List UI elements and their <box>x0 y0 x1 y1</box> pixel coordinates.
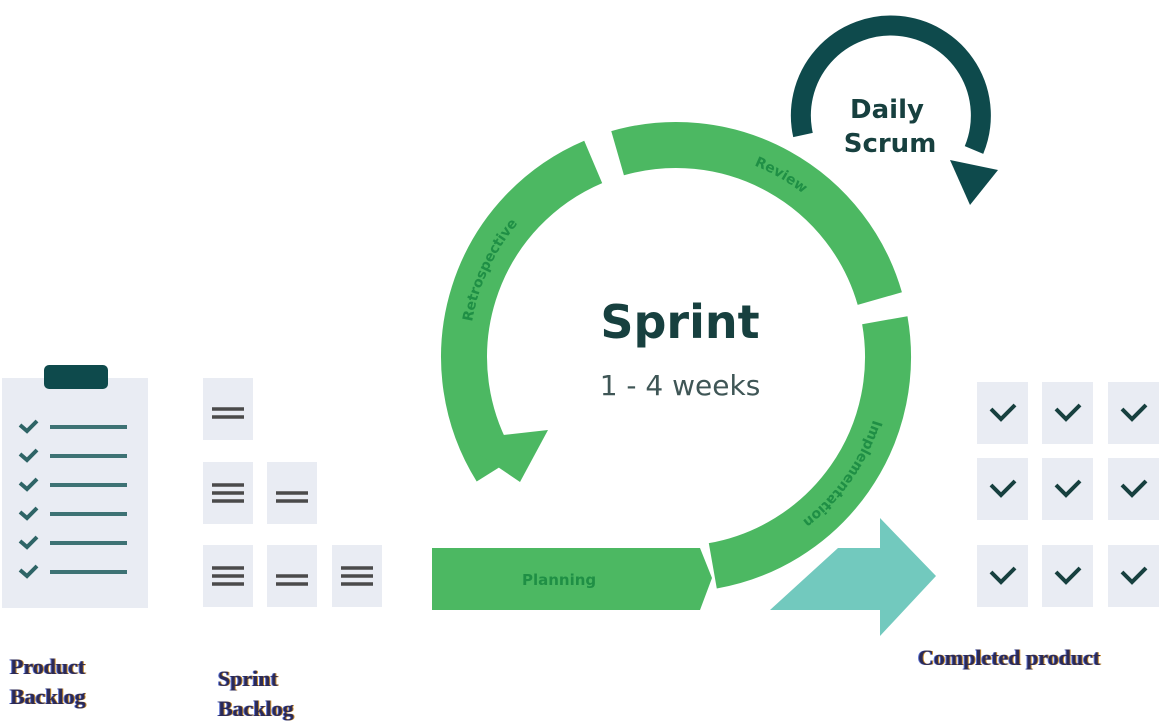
completed-item <box>977 458 1028 520</box>
check-icon <box>18 419 39 434</box>
sprint-backlog-card <box>203 378 253 440</box>
daily-scrum-label-line1: Daily <box>850 95 924 125</box>
check-icon <box>1120 479 1148 498</box>
check-icon <box>18 506 39 521</box>
implementation-arc <box>708 316 912 589</box>
product-backlog-label-line1: Product <box>10 654 86 679</box>
completed-product-label: Completed product <box>918 645 1101 670</box>
check-icon <box>1054 403 1082 422</box>
planning-bar <box>432 548 712 610</box>
sprint-cycle: Planning Implementation Review Retrospec… <box>432 122 912 610</box>
product-backlog-label-line2: Backlog <box>10 684 86 709</box>
check-icon <box>18 535 39 550</box>
daily-scrum-label-line2: Scrum <box>844 129 937 159</box>
check-icon <box>1120 566 1148 585</box>
sprint-backlog-card <box>203 545 253 607</box>
sprint-backlog-label: Sprint Backlog <box>218 664 294 724</box>
check-icon <box>989 566 1017 585</box>
sprint-title: Sprint <box>600 295 759 349</box>
sprint-backlog-card <box>267 462 317 524</box>
completed-item <box>977 545 1028 607</box>
retrospective-arrowhead <box>458 430 548 482</box>
completed-item <box>1108 382 1159 444</box>
sprint-backlog-label-line2: Backlog <box>218 696 294 721</box>
product-backlog-label: Product Backlog <box>10 652 86 712</box>
check-icon <box>989 403 1017 422</box>
sprint-backlog-cards <box>203 378 382 607</box>
check-icon <box>1054 566 1082 585</box>
check-icon <box>989 479 1017 498</box>
output-arrow <box>770 518 936 636</box>
check-icon <box>1054 479 1082 498</box>
product-backlog-clipboard <box>2 365 148 608</box>
daily-scrum-arrowhead <box>950 160 998 205</box>
daily-scrum-arc <box>790 15 991 154</box>
check-icon <box>18 477 39 492</box>
completed-product-grid <box>977 382 1159 607</box>
sprint-backlog-card <box>332 545 382 607</box>
completed-item <box>1042 545 1093 607</box>
review-arc <box>611 122 902 306</box>
sprint-duration: 1 - 4 weeks <box>600 369 761 402</box>
sprint-backlog-card <box>267 545 317 607</box>
phase-label-planning: Planning <box>522 571 596 589</box>
check-icon <box>1120 403 1148 422</box>
completed-item <box>1042 458 1093 520</box>
completed-item <box>1042 382 1093 444</box>
check-icon <box>18 448 39 463</box>
retrospective-arc <box>441 140 603 482</box>
check-icon <box>18 564 39 579</box>
sprint-backlog-card <box>203 462 253 524</box>
sprint-backlog-label-line1: Sprint <box>218 666 278 691</box>
daily-scrum: Daily Scrum <box>790 15 998 205</box>
completed-item <box>977 382 1028 444</box>
completed-item <box>1108 458 1159 520</box>
completed-item <box>1108 545 1159 607</box>
